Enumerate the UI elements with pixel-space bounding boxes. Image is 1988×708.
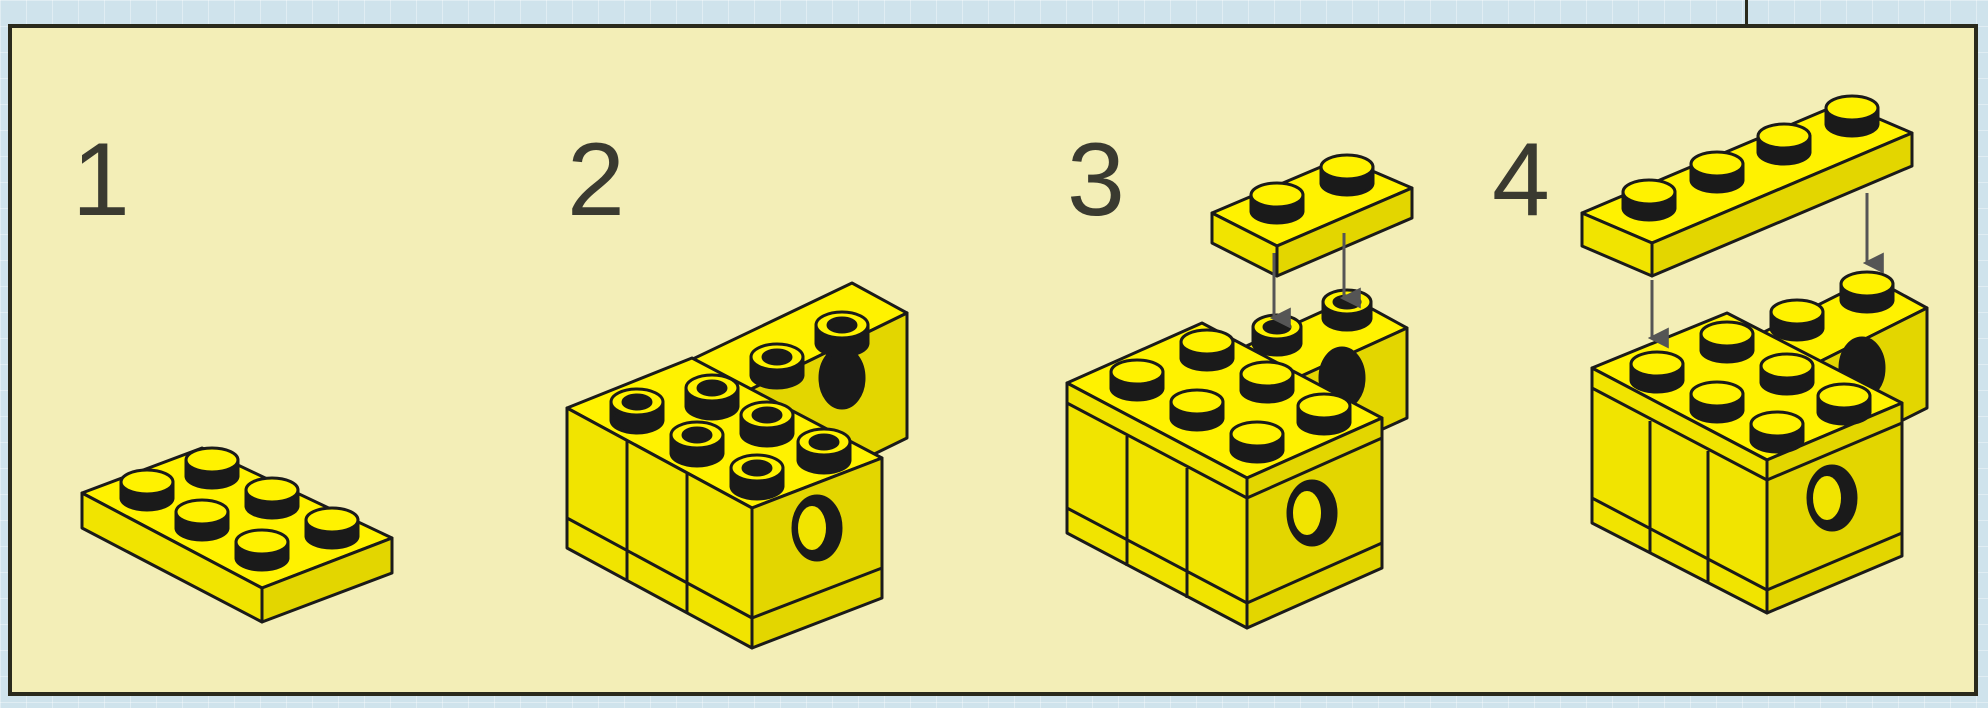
- step-4-plate-1x4-icon: [1582, 96, 1912, 276]
- step-3-plate-1x2-icon: [1212, 155, 1412, 276]
- step-2-assembly-icon: [567, 283, 907, 648]
- step-1-plate-icon: [82, 448, 392, 622]
- page-border-tick: [1745, 0, 1748, 24]
- step-3-assembly-icon: [1067, 155, 1412, 628]
- step-4-assembly-icon: [1582, 96, 1927, 613]
- instruction-panel: 1 2 3 4: [8, 24, 1978, 696]
- assembly-diagram: [12, 28, 1974, 692]
